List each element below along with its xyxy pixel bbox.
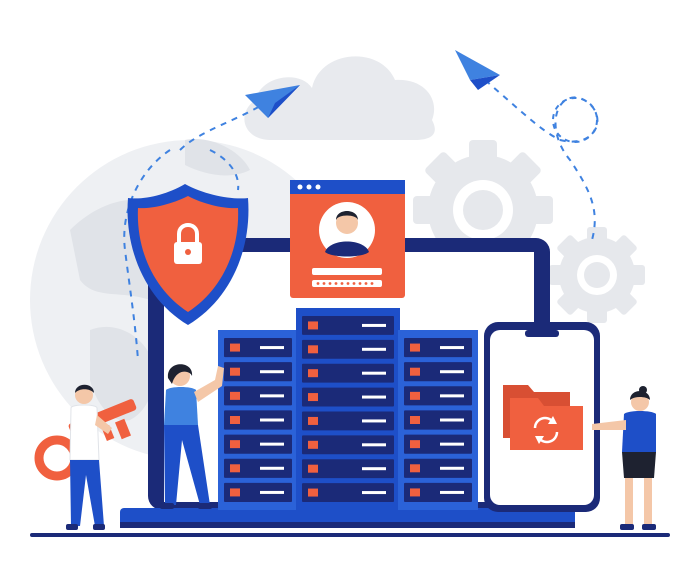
server-slot (260, 418, 284, 422)
server-unit (404, 458, 472, 478)
server-slot (362, 323, 386, 327)
ground-line (30, 533, 670, 537)
server-led (230, 367, 240, 376)
server-slot (362, 347, 386, 351)
server-led (308, 321, 318, 330)
server-led (230, 391, 240, 400)
server-slot (440, 394, 464, 398)
server-slot (260, 490, 284, 494)
server-slot (440, 490, 464, 494)
profile-card-icon (290, 180, 405, 298)
server-slot (260, 442, 284, 446)
server-led (308, 369, 318, 378)
server-unit (224, 362, 292, 382)
server-slot (440, 466, 464, 470)
person-with-key (66, 384, 112, 530)
gear-icon (549, 227, 645, 323)
server-column (296, 308, 400, 510)
server-unit (404, 410, 472, 430)
dashed-loop (552, 97, 598, 143)
shield-lock-icon (127, 184, 249, 325)
server-unit (404, 434, 472, 454)
server-unit (224, 386, 292, 406)
server-slot (260, 346, 284, 350)
server-led (308, 345, 318, 354)
folder-sync-icon (503, 385, 583, 450)
server-led (230, 416, 240, 424)
server-unit (302, 459, 394, 479)
server-slot (260, 370, 284, 374)
server-slot (362, 443, 386, 447)
cloud-icon (244, 56, 435, 140)
server-slot (440, 418, 464, 422)
server-led (230, 488, 240, 497)
server-slot (362, 491, 386, 495)
server-led (410, 488, 420, 497)
server-led (230, 464, 240, 473)
server-unit (302, 387, 394, 407)
server-rack-icon (218, 308, 478, 510)
server-slot (440, 370, 464, 374)
server-unit (224, 434, 292, 454)
server-led (410, 367, 420, 376)
server-slot (440, 442, 464, 446)
server-unit (224, 482, 292, 502)
server-unit (302, 483, 394, 502)
server-unit (302, 435, 394, 455)
server-unit (404, 482, 472, 502)
server-unit (224, 410, 292, 430)
server-unit (302, 339, 394, 359)
server-unit (224, 458, 292, 478)
server-slot (362, 467, 386, 471)
server-slot (362, 395, 386, 399)
server-slot (260, 466, 284, 470)
server-led (308, 393, 318, 402)
server-led (308, 464, 318, 473)
server-led (308, 416, 318, 425)
server-led (410, 416, 420, 424)
server-unit (404, 338, 472, 358)
server-led (230, 343, 240, 352)
server-led (308, 488, 318, 497)
server-slot (362, 419, 386, 423)
person-touching-phone (592, 386, 656, 530)
server-led (410, 464, 420, 473)
server-led (410, 343, 420, 352)
server-led (410, 391, 420, 400)
person-touching-server (160, 364, 224, 509)
server-led (410, 440, 420, 449)
server-led (230, 440, 240, 449)
server-unit (302, 316, 394, 335)
server-unit (404, 362, 472, 382)
paper-plane-icon (455, 50, 500, 90)
server-unit (224, 338, 292, 358)
server-slot (440, 346, 464, 350)
server-unit (404, 386, 472, 406)
flight-path (123, 79, 599, 361)
server-led (308, 440, 318, 449)
server-unit (302, 411, 394, 431)
paper-plane-icon (245, 85, 300, 118)
server-slot (362, 371, 386, 375)
server-slot (260, 394, 284, 398)
server-unit (302, 363, 394, 383)
